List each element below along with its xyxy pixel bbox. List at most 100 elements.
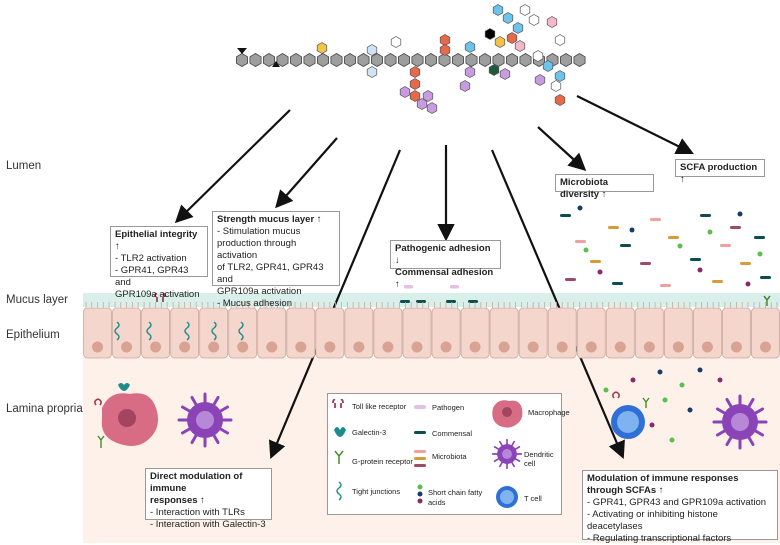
cell-nucleus — [556, 341, 568, 353]
microbe-rod — [720, 244, 731, 247]
direct-line-2: - Interaction with Galectin-3 — [150, 519, 266, 530]
microbe-rod — [640, 262, 651, 265]
dendritic-cell-right — [712, 394, 768, 450]
legend-commensal-label: Commensal — [432, 429, 473, 438]
cell-nucleus — [382, 341, 394, 353]
epithelium-cells — [83, 302, 780, 359]
direct-modulation-box: Direct modulation of immune responses ↑ … — [145, 468, 272, 530]
adhesion-box: Pathogenic adhesion ↓ Commensal adhesion… — [390, 240, 501, 290]
dendritic-cell-left — [177, 392, 233, 448]
cell-nucleus — [730, 341, 742, 353]
scfa-mod-line-2: - Activating or inhibiting histone deace… — [587, 509, 718, 532]
branch-unit — [532, 50, 544, 62]
legend-tcell-label: T cell — [524, 494, 542, 503]
cell-nucleus — [266, 341, 278, 353]
microbe-rod — [590, 260, 601, 263]
legend-toll-label: Toll like receptor — [352, 402, 407, 411]
chain-unit — [451, 53, 465, 67]
cell-nucleus — [585, 341, 597, 353]
branch-unit — [316, 42, 328, 54]
branch-unit — [554, 34, 566, 46]
legend-scfa-label-1: Short chain fatty — [428, 488, 483, 497]
legend-icons — [332, 398, 523, 508]
chain-unit — [397, 53, 411, 67]
chain-unit — [478, 53, 492, 67]
branch-unit — [502, 12, 514, 24]
t-cell-icon — [496, 486, 518, 508]
microbe-rod — [565, 278, 576, 281]
arrow-epithelial — [174, 109, 291, 224]
branch-unit — [366, 44, 378, 56]
legend-galectin-label: Galectin-3 — [352, 428, 387, 437]
chain-unit — [573, 53, 586, 67]
legend: Toll like receptor Galectin-3 G-protein … — [327, 393, 570, 515]
branch-unit — [550, 80, 562, 92]
microbe-rod — [650, 218, 661, 221]
epithelial-line-2: - GPR41, GPR43 and — [115, 265, 189, 288]
chain-unit — [411, 53, 424, 67]
legend-macrophage-label: Macrophage — [528, 408, 570, 417]
cell-nucleus — [295, 341, 307, 353]
microbe-rod — [660, 284, 671, 287]
microbe-rod — [575, 240, 586, 243]
scfa-dot — [677, 243, 683, 249]
cell-nucleus — [614, 341, 626, 353]
tight-junctions — [114, 321, 244, 341]
microbiota-icon — [414, 450, 426, 467]
chain-unit — [303, 53, 316, 67]
microbe-rod — [668, 236, 679, 239]
dendritic-nucleus — [196, 411, 214, 429]
branch-unit — [488, 64, 500, 76]
arrows — [174, 95, 694, 460]
legend-pathogen-label: Pathogen — [432, 403, 465, 412]
microbiota-diversity-box: Microbiota diversity ↑ — [555, 174, 654, 200]
lumen-microbiota — [560, 205, 771, 287]
legend-dendritic-label: Dendritic cell — [524, 450, 554, 468]
mucus-strength-box: Strength mucus layer ↑ - Stimulation muc… — [212, 211, 340, 309]
macrophage-icon — [492, 400, 523, 428]
scfa-dot — [583, 247, 589, 253]
chain-unit — [505, 53, 518, 67]
scfa-dot — [757, 251, 763, 257]
scfa-mod-title-1: Modulation of immune responses — [587, 473, 739, 484]
branch-unit — [512, 22, 524, 34]
chain-unit — [262, 53, 276, 67]
scfa-dot — [597, 269, 603, 275]
branch-unit — [484, 28, 496, 40]
epithelial-line-1: - TLR2 activation — [115, 253, 187, 264]
branch-unit — [426, 102, 438, 114]
mucus-line-4: GPR109a activation — [217, 286, 302, 297]
macrophage-lamina — [94, 383, 158, 448]
mucus-strength-title: Strength mucus layer ↑ — [217, 214, 322, 225]
microbe-rod — [612, 282, 623, 285]
mucus-line-2: production through activation — [217, 238, 297, 261]
pathogen-icon — [414, 405, 426, 409]
chain-unit — [560, 53, 572, 67]
side-branches — [237, 4, 566, 114]
cell-nucleus — [440, 341, 452, 353]
scfa-dot — [629, 227, 635, 233]
direct-title-1: Direct modulation of immune — [150, 471, 243, 494]
branch-unit — [514, 40, 526, 52]
arrow-scfa-production — [576, 95, 694, 155]
toll-like-receptor-surface — [154, 292, 166, 302]
chain-unit — [438, 53, 451, 67]
cell-nucleus — [92, 341, 104, 353]
branch-unit — [399, 86, 411, 98]
chain-unit — [492, 53, 505, 67]
branch-unit — [464, 66, 476, 78]
branch-unit — [366, 66, 378, 78]
chain-unit — [424, 53, 438, 67]
scfa-mod-line-3: - Regulating transcriptional factors — [587, 533, 732, 544]
direct-title-2: responses ↑ — [150, 495, 205, 506]
microbe-rod — [700, 214, 711, 217]
chain-unit — [343, 53, 357, 67]
arrow-mucus — [275, 137, 338, 209]
chain-unit — [465, 53, 478, 67]
branch-unit — [494, 36, 506, 48]
chain-unit — [519, 53, 532, 67]
cell-nucleus — [121, 341, 133, 353]
chain-unit — [289, 53, 303, 67]
microbe-rod — [730, 226, 741, 229]
